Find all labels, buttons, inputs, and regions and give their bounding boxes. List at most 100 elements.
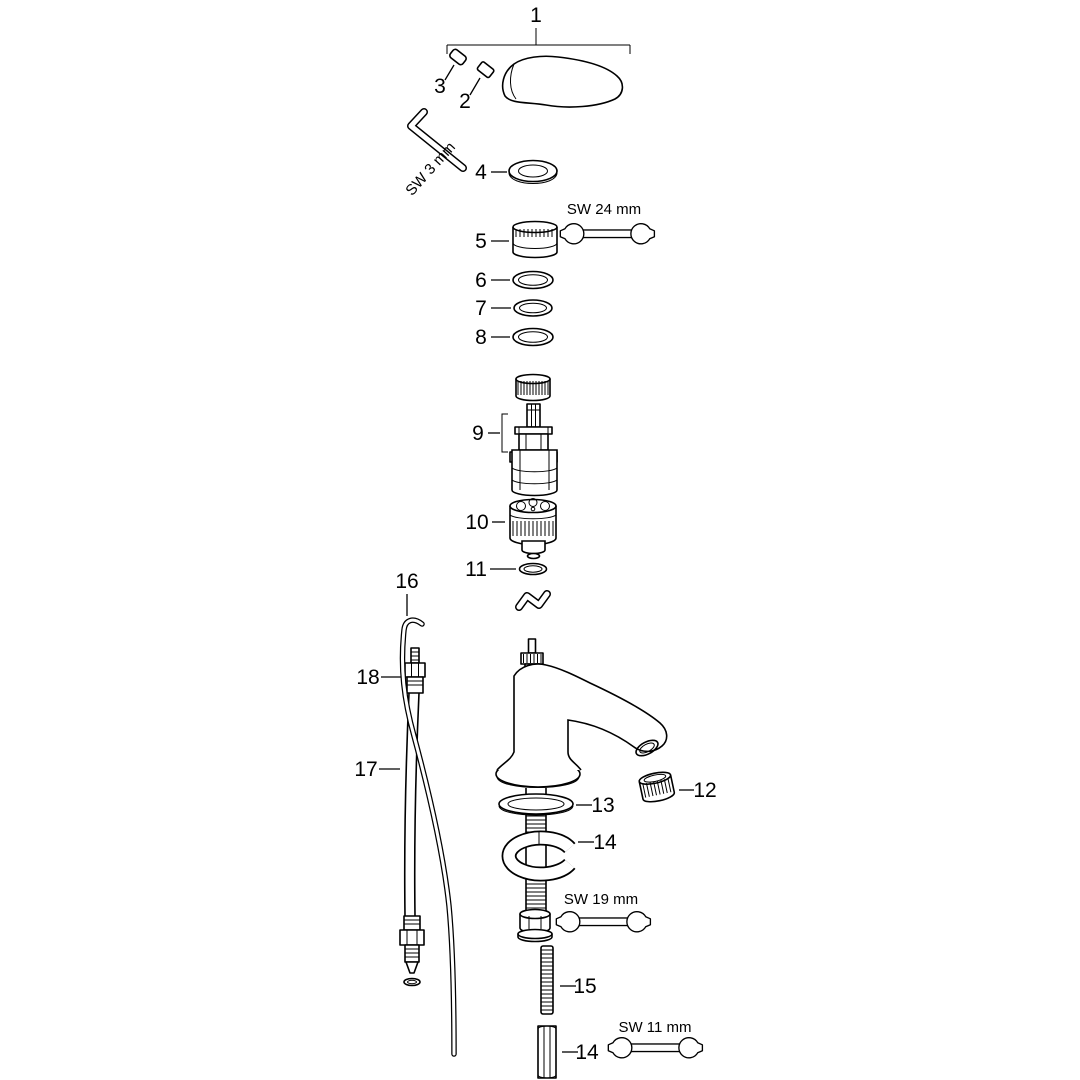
part-label-7: 7 (475, 297, 487, 320)
base-nub (526, 552, 541, 560)
base-center-hole (530, 506, 536, 512)
rod-fill (400, 618, 456, 1056)
hose-left-edge (403, 692, 410, 917)
o-ring-8: 8 (475, 326, 554, 349)
part-label-5: 5 (475, 230, 487, 253)
stud-chamfers (537, 1025, 557, 1079)
cartridge: 9 (472, 403, 558, 497)
hose-washer-inner (407, 979, 417, 985)
nut-seam (512, 242, 558, 249)
hose-end-nut (399, 929, 425, 946)
o-ring-6: 6 (475, 269, 554, 292)
base-thickness (496, 776, 580, 788)
part-label-14: 14 (593, 831, 617, 854)
ring-outer (508, 159, 558, 183)
stud-facets (543, 1026, 551, 1078)
part-label-4: 4 (475, 161, 487, 184)
part-label-18: 18 (356, 666, 379, 689)
part-label-15: 15 (573, 975, 596, 998)
ring-thickness (508, 172, 558, 184)
bracket-9 (501, 413, 508, 453)
bracket-fill (503, 832, 575, 880)
body-stem-pin (527, 638, 537, 654)
aerator-knurl (642, 778, 672, 798)
base-lower (521, 540, 546, 555)
hex-facets (411, 663, 419, 677)
part-label-2: 2 (459, 90, 471, 113)
tool-label-24: SW 24 mm (567, 201, 641, 218)
base-gasket: 13 (498, 793, 615, 817)
wrench-19-icon (555, 911, 652, 933)
part-label-9: 9 (472, 422, 484, 445)
end-nut-facets (406, 930, 418, 945)
handle-plug: 3 (434, 48, 467, 98)
hose-washer (403, 977, 421, 987)
oring-inner (518, 331, 548, 343)
threaded-rod: 15 (540, 945, 597, 1015)
part-label-14b: 14 (575, 1041, 599, 1064)
aerator-key-fill (516, 591, 550, 610)
aerator-top (638, 771, 672, 785)
part-label-16: 16 (395, 570, 418, 593)
supply-hose: 18 17 (354, 647, 426, 987)
part-1-bracket: 1 (446, 4, 631, 54)
cartridge-nut: 5 (475, 220, 558, 259)
part-label-13: 13 (591, 794, 614, 817)
part-label-17: 17 (354, 758, 377, 781)
wrench-11: SW 11 mm (607, 1019, 704, 1059)
lift-rod: 16 (395, 570, 457, 1057)
oring-inner (519, 302, 547, 314)
end-tube-threads (405, 948, 419, 958)
o-ring-11: 11 (465, 558, 548, 581)
part-label-1: 1 (530, 4, 542, 27)
shank-threads-upper (526, 815, 546, 833)
screw-shape (476, 61, 495, 79)
base-ribs (512, 521, 554, 536)
cartridge-body (511, 449, 558, 497)
hose-hex (404, 662, 426, 678)
o-ring-7: 7 (475, 297, 553, 320)
cartridge-cap (515, 373, 551, 402)
base-hole-2 (540, 501, 550, 511)
stem-detail (527, 404, 540, 427)
hose-crimp (403, 915, 421, 931)
oring-outer (513, 299, 553, 317)
cartridge-neck (518, 433, 549, 451)
part-label-12: 12 (693, 779, 716, 802)
pin-detail (518, 427, 549, 434)
faucet-body (495, 638, 668, 788)
collar-lines (407, 680, 423, 686)
plug-shape (449, 48, 467, 66)
spout-opening (635, 739, 659, 757)
stud-body (537, 1025, 557, 1079)
cap-knurl (517, 381, 549, 395)
rod-body (540, 945, 554, 1015)
body-mask (497, 664, 667, 770)
nut-top (519, 908, 551, 920)
wrench-24: SW 24 mm (559, 201, 656, 245)
allen-key: SW 3 mm (402, 108, 467, 199)
spout-opening-inner (639, 742, 655, 754)
ring-inner (518, 164, 548, 178)
bracket-line-1 (446, 28, 631, 54)
oring-outer (518, 562, 548, 576)
body-stem-collar (520, 652, 544, 665)
base-hole-3 (528, 498, 538, 507)
oring-inner (523, 565, 543, 573)
cartridge-base: 10 (465, 498, 557, 560)
gasket-thickness (498, 805, 574, 816)
crimp-lines (404, 919, 420, 925)
set-screw: 2 (459, 61, 495, 113)
handle-outline (501, 55, 624, 108)
wrench-11-icon (607, 1037, 704, 1059)
aerator: 12 (638, 771, 717, 803)
tool-label-allen-key: SW 3 mm (402, 139, 459, 199)
part-label-8: 8 (475, 326, 487, 349)
leader-3 (444, 64, 455, 81)
oring-inner (518, 274, 548, 286)
gasket-outer (498, 793, 574, 815)
part-label-3: 3 (434, 75, 446, 98)
rod-threads (541, 949, 553, 1011)
gasket-inner (507, 797, 565, 811)
